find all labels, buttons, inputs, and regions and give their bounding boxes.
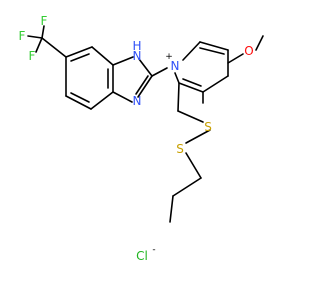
sulfur-upper-label: S	[204, 120, 212, 134]
chloride-charge-label: -	[152, 245, 155, 255]
pyridinium-charge-label: +	[165, 52, 173, 62]
imidazole-ring	[112, 56, 153, 103]
c-n-link-bond	[151, 67, 168, 77]
atom-labels: F F F H N N N + O S S Cl -	[19, 14, 254, 263]
imidazole-n-label: N	[133, 49, 142, 63]
pyridinium-n-label: N	[171, 59, 180, 73]
pyridinium-ring	[174, 41, 229, 93]
fluorine-top-label: F	[41, 14, 48, 28]
fluorine-left-label: F	[19, 29, 26, 43]
molecule-canvas: F F F H N N N + O S S Cl -	[18, 14, 264, 263]
methoxy-oxygen-label: O	[244, 44, 253, 58]
imidazole-n-lower-label: N	[133, 94, 142, 108]
propyl-disulfide-chain	[169, 82, 211, 223]
sulfur-lower-label: S	[176, 142, 184, 156]
benzene-ring	[65, 46, 114, 110]
chloride-label: Cl	[136, 249, 148, 263]
molecule-structure: F F F H N N N + O S S Cl -	[19, 14, 264, 263]
imidazole-nh-label: H	[132, 39, 141, 53]
methoxy-group	[227, 35, 264, 64]
trifluoromethyl-group	[27, 25, 67, 58]
fluorine-mid-label: F	[29, 49, 36, 63]
